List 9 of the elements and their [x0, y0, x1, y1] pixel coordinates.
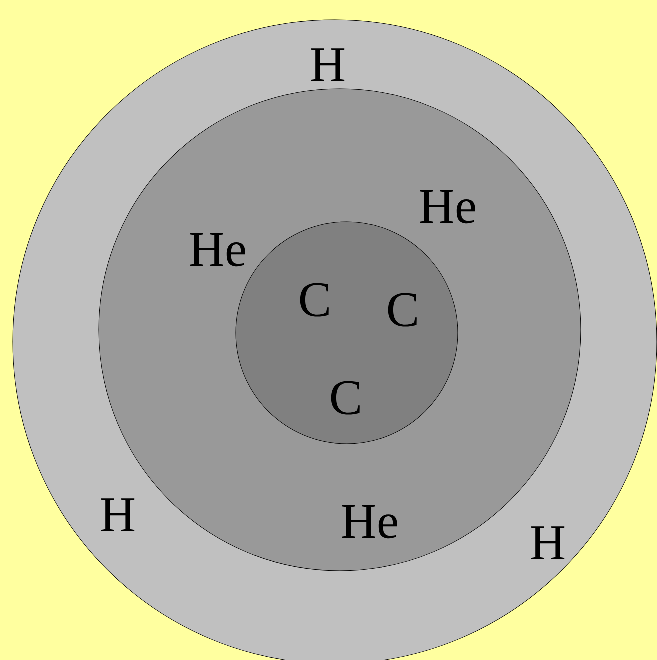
layer-label: H	[101, 498, 135, 532]
layer-label: C	[331, 381, 360, 415]
layer-label: He	[342, 505, 398, 539]
layer-label: C	[300, 283, 329, 317]
layer-label: H	[311, 48, 345, 82]
layer-label: He	[190, 233, 246, 267]
layer-label: He	[420, 190, 476, 224]
layer-label: H	[531, 526, 565, 560]
layer-label: C	[388, 293, 417, 327]
